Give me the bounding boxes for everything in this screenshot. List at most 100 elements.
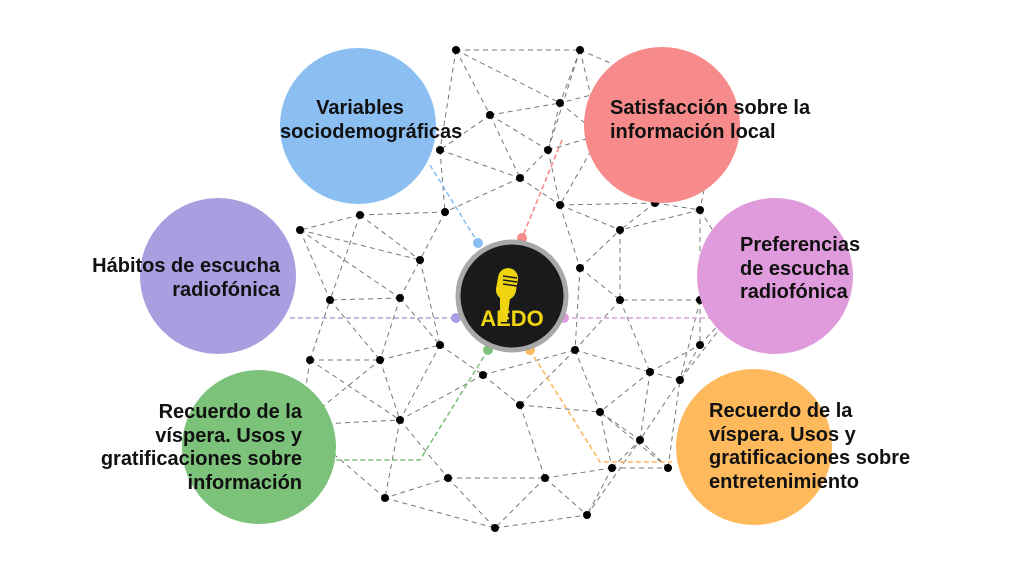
network-edge [639, 379, 681, 441]
network-edge [379, 297, 401, 361]
network-edge [679, 344, 701, 381]
network-edge [309, 359, 401, 421]
network-edge [419, 211, 446, 261]
network-node [516, 174, 524, 182]
connector-recall-entertainment [529, 349, 672, 463]
network-node [596, 408, 604, 416]
network-node [646, 368, 654, 376]
network-edge [439, 49, 457, 151]
node-circle-habits [140, 198, 296, 354]
network-edge [384, 419, 401, 499]
network-node [376, 356, 384, 364]
network-edge [359, 214, 421, 261]
network-node [571, 346, 579, 354]
network-edge [574, 299, 621, 351]
network-node [326, 296, 334, 304]
network-edge [654, 202, 701, 211]
network-node [696, 206, 704, 214]
network-edge [619, 209, 701, 231]
network-edge [329, 214, 361, 301]
network-node [452, 46, 460, 54]
network-edge [574, 349, 601, 413]
network-node [676, 376, 684, 384]
node-circle-recall-info [182, 370, 336, 524]
network-node [436, 146, 444, 154]
network-node [616, 296, 624, 304]
aedo-logo: AEDO [455, 239, 569, 353]
network-node [396, 416, 404, 424]
network-node [356, 211, 364, 219]
network-edge [489, 114, 549, 151]
network-edge [544, 477, 588, 516]
network-edge [519, 149, 549, 179]
network-edge [384, 497, 496, 529]
network-edge [639, 439, 669, 469]
network-node [556, 201, 564, 209]
network-edge [519, 177, 561, 206]
connector-recall-info [335, 349, 489, 461]
network-node [696, 341, 704, 349]
network-node [436, 341, 444, 349]
network-edge [447, 477, 496, 529]
network-edge [611, 439, 641, 469]
network-edge [619, 299, 651, 373]
network-edge [399, 419, 449, 479]
network-edge [519, 404, 601, 413]
network-edge [679, 299, 701, 381]
network-edge [299, 229, 401, 299]
network-edge [574, 267, 581, 351]
network-edge [619, 202, 656, 231]
network-edge [299, 229, 421, 261]
network-node [516, 401, 524, 409]
network-edge [547, 102, 561, 151]
network-edge [439, 114, 491, 151]
network-edge [559, 204, 581, 269]
network-edge [482, 349, 576, 376]
network-node [381, 494, 389, 502]
network-edge [444, 177, 521, 213]
network-edge [547, 149, 561, 206]
network-node [479, 371, 487, 379]
network-edge [399, 374, 484, 421]
network-node [541, 474, 549, 482]
network-node [306, 356, 314, 364]
network-node [441, 208, 449, 216]
network-node [583, 511, 591, 519]
network-edge [489, 114, 521, 179]
network-edge [419, 259, 441, 346]
network-node [486, 111, 494, 119]
network-edge [379, 359, 401, 421]
network-node [664, 464, 672, 472]
network-node [576, 264, 584, 272]
network-edge [559, 204, 621, 231]
network-edge [519, 404, 546, 479]
network-edge [667, 379, 681, 469]
network-edge [559, 202, 656, 206]
node-circle-recall-entertainment [676, 369, 832, 525]
network-edge [649, 344, 701, 373]
network-edge [579, 229, 621, 269]
network-edge [599, 411, 613, 469]
network-edge [299, 214, 361, 231]
network-node [416, 256, 424, 264]
network-node [544, 146, 552, 154]
network-edge [544, 467, 613, 479]
network-edge [482, 374, 521, 406]
network-edge [329, 299, 381, 361]
network-node [556, 99, 564, 107]
network-edge [384, 477, 449, 499]
connector-sociodemographic [429, 164, 479, 244]
network-edge [574, 349, 651, 373]
network-edge [599, 411, 669, 469]
network-edge [309, 299, 331, 361]
network-node [616, 226, 624, 234]
network-edge [399, 297, 441, 346]
